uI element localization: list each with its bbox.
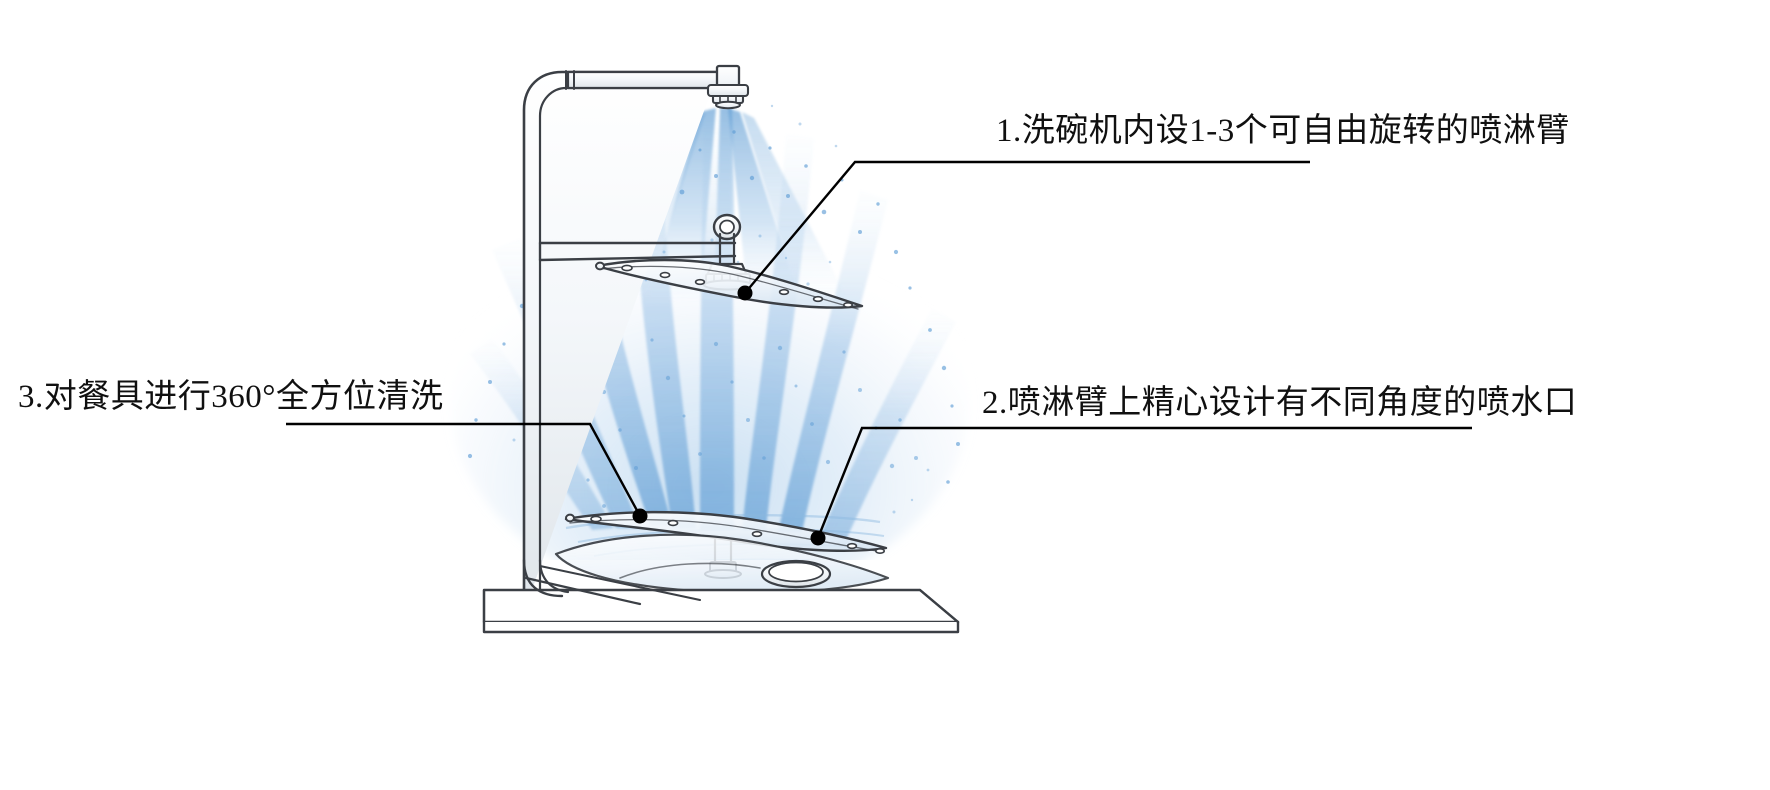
base-platform xyxy=(482,588,960,634)
callout-3-leader xyxy=(286,422,648,524)
lower-spray-arm xyxy=(564,510,888,554)
upper-spray-arm xyxy=(595,258,864,310)
rack-rail xyxy=(538,241,737,262)
drain-filter xyxy=(760,559,832,589)
lower-arm-nozzles xyxy=(590,515,885,554)
stand-legs xyxy=(522,558,701,606)
callout-label-2: 2.喷淋臂上精心设计有不同角度的喷水口 xyxy=(982,385,1578,421)
frame-and-piping xyxy=(482,64,960,634)
callout-2-leader xyxy=(810,426,1472,546)
water-supply-pipe xyxy=(522,70,720,614)
callout-1-leader xyxy=(737,160,1310,301)
callout-leaders xyxy=(286,160,1472,546)
callout-label-1: 1.洗碗机内设1-3个可自由旋转的喷淋臂 xyxy=(996,113,1570,149)
top-nozzle-head xyxy=(706,64,750,110)
upper-arm-nozzles xyxy=(621,264,853,308)
callout-label-3: 3.对餐具进行360°全方位清洗 xyxy=(18,379,444,415)
